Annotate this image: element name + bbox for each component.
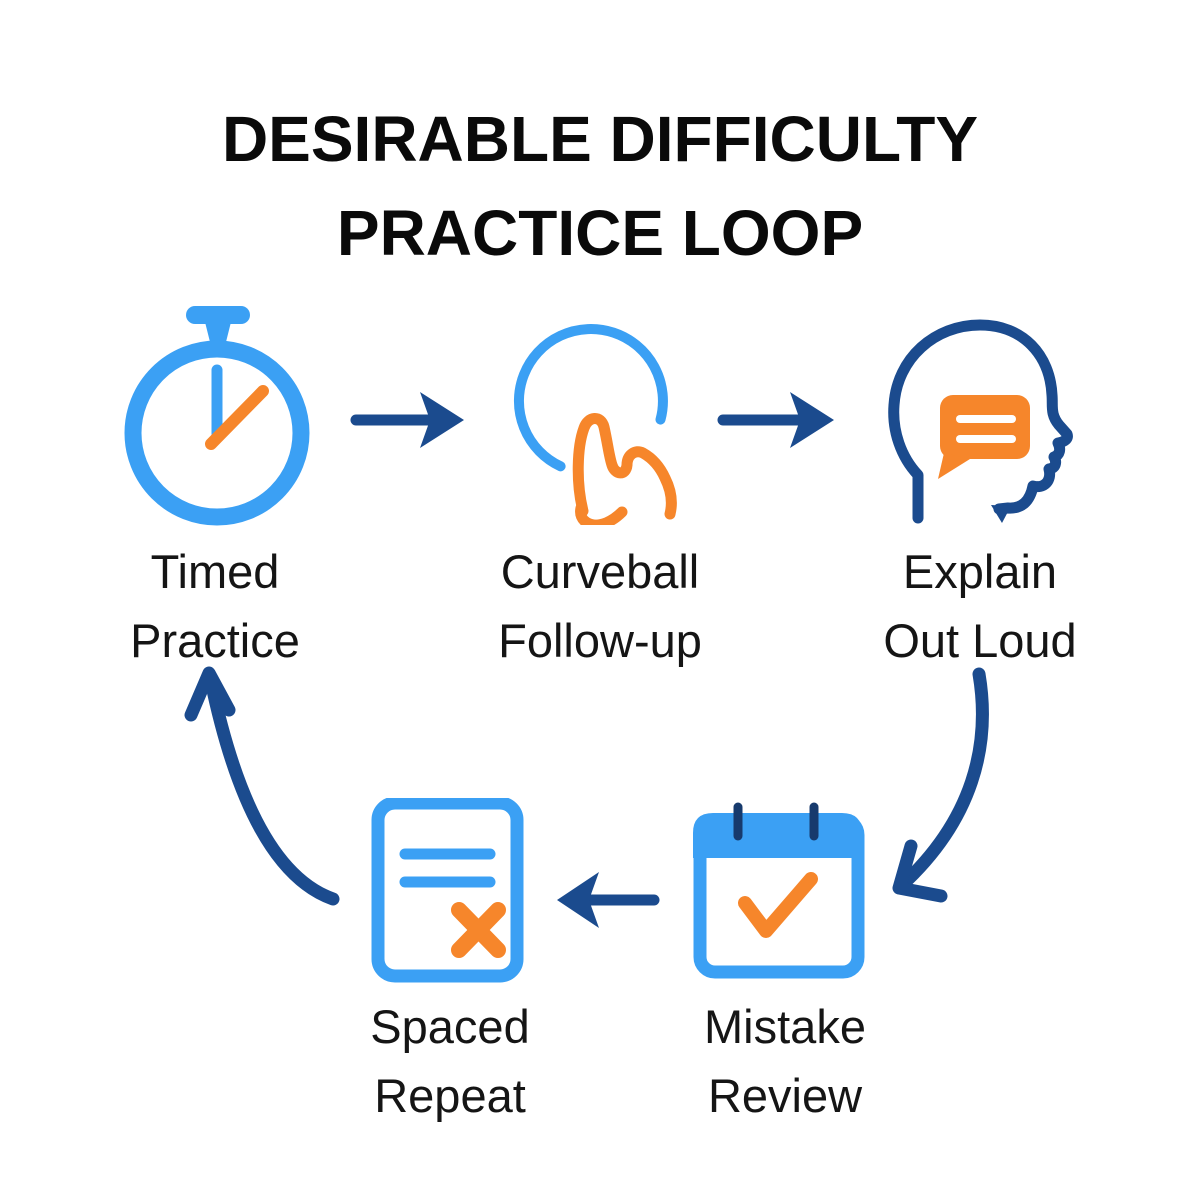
step-label-timed-practice: Timed Practice [40, 537, 390, 675]
step-label-line: Out Loud [883, 614, 1077, 667]
arrow-explain-to-mistake [892, 667, 989, 903]
step-label-line: Curveball [500, 545, 700, 598]
title-line-1: DESIRABLE DIFFICULTY [221, 103, 979, 175]
step-label-line: Explain [902, 545, 1058, 598]
tap-finger-icon [513, 324, 677, 525]
arrow-mistake-to-spaced [557, 872, 660, 928]
step-label-line: Spaced [370, 1000, 530, 1053]
page-title: DESIRABLE DIFFICULTY PRACTICE LOOP [0, 92, 1200, 280]
step-label-explain-out-loud: Explain Out Loud [810, 537, 1150, 675]
step-label-spaced-repeat: Spaced Repeat [290, 992, 610, 1130]
title-line-2: PRACTICE LOOP [336, 197, 864, 269]
speaking-head-icon [888, 319, 1073, 524]
calendar-check-icon [693, 802, 865, 979]
step-label-line: Mistake [704, 1000, 866, 1053]
stopwatch-icon [124, 306, 310, 526]
step-label-line: Practice [130, 614, 300, 667]
step-label-mistake-review: Mistake Review [625, 992, 945, 1130]
step-label-line: Repeat [374, 1069, 526, 1122]
step-label-line: Timed [150, 545, 280, 598]
step-label-line: Review [707, 1069, 863, 1122]
arrow-spaced-to-timed [184, 666, 340, 906]
step-label-curveball-follow-up: Curveball Follow-up [420, 537, 780, 675]
arrow-timed-to-curveball [350, 392, 464, 448]
document-x-icon [371, 798, 524, 983]
arrow-curveball-to-explain [717, 392, 834, 448]
step-label-line: Follow-up [498, 614, 702, 667]
